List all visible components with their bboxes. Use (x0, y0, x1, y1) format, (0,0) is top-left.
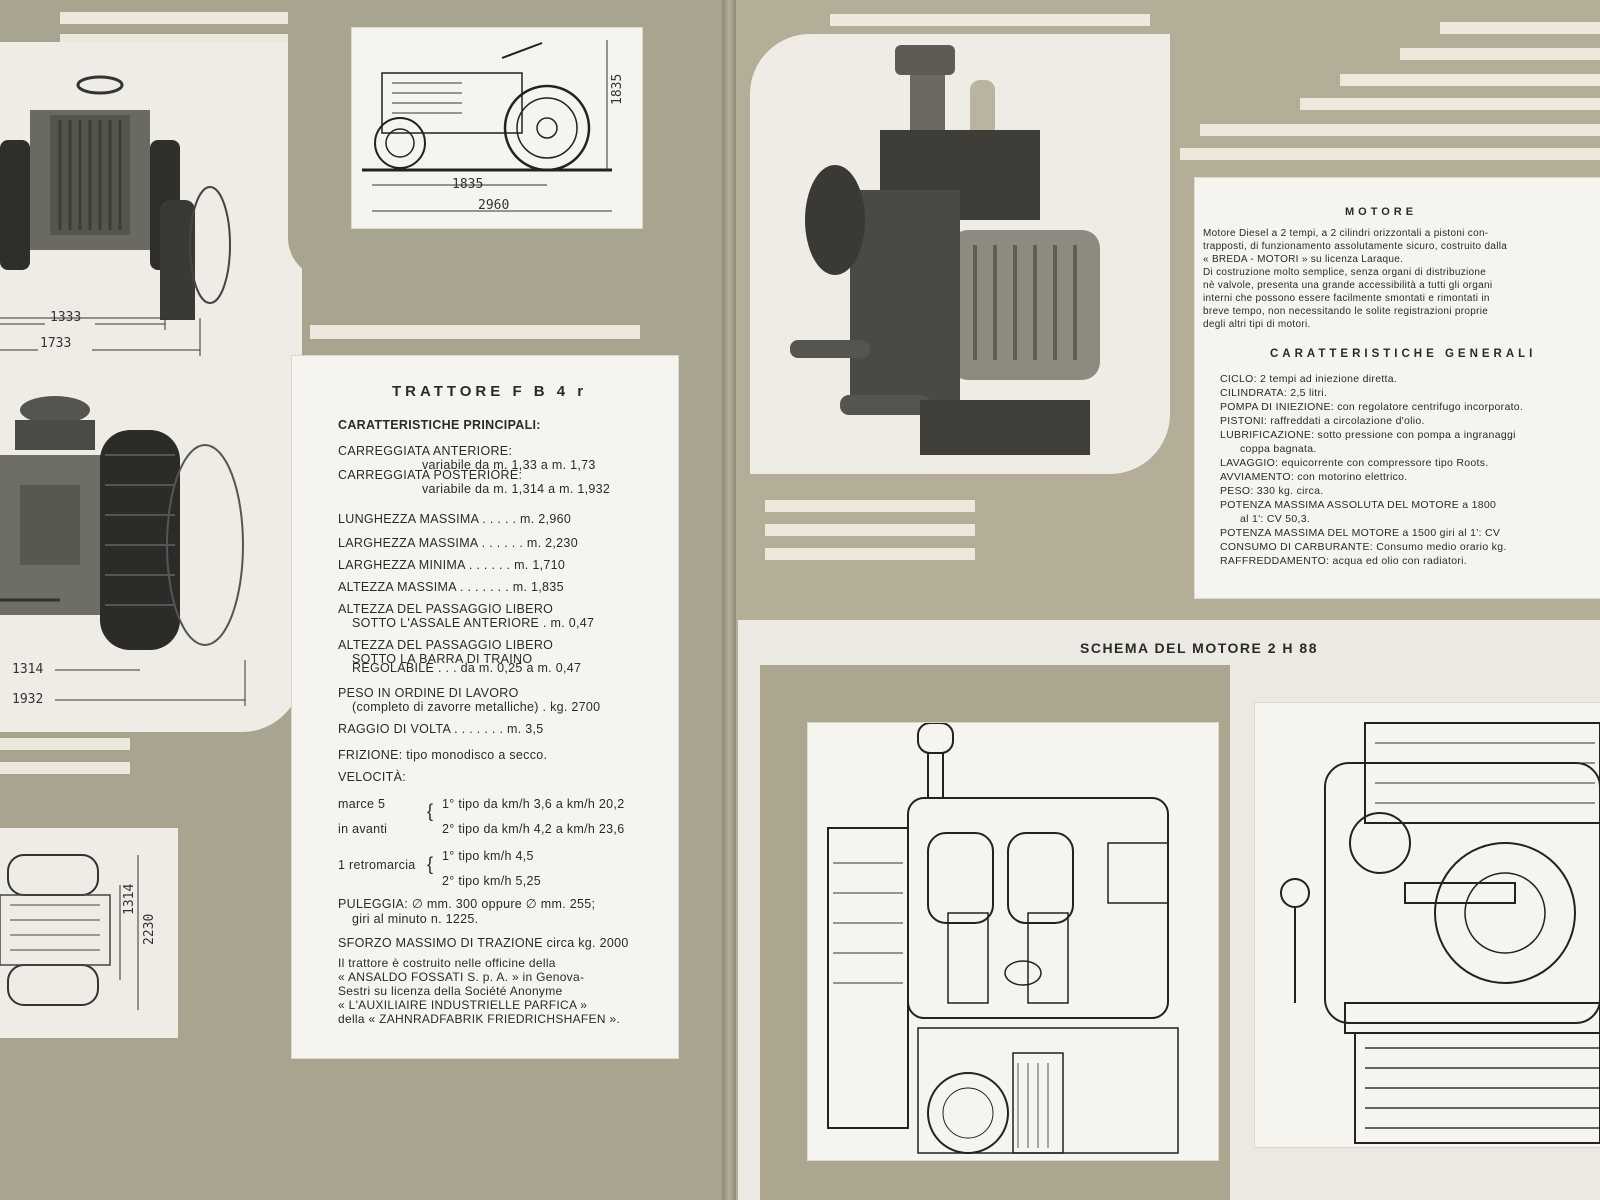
motore-general-line: CONSUMO DI CARBURANTE: Consumo medio ora… (1220, 541, 1507, 553)
tractor-rear-view-drawing (0, 385, 250, 655)
tractor-footer-line: Il trattore è costruito nelle officine d… (338, 956, 556, 970)
pulley-line-1: PULEGGIA: ∅ mm. 300 oppure ∅ mm. 255; (338, 897, 596, 911)
tractor-subtitle: CARATTERISTICHE PRINCIPALI: (338, 418, 541, 432)
gear-reverse-2: 2° tipo km/h 5,25 (442, 874, 542, 888)
tractor-spec-detail: SOTTO L'ASSALE ANTERIORE . m. 0,47 (352, 616, 595, 630)
decor-stripe (1340, 74, 1600, 86)
tractor-spec-detail: SOTTO LA BARRA DI TRAINO (352, 652, 533, 666)
tractor-footer-line: Sestri su licenza della Société Anonyme (338, 984, 563, 998)
decor-stripe (0, 738, 130, 750)
tractor-spec-label: VELOCITÀ: (338, 770, 406, 784)
tractor-footer-line: della « ZAHNRADFABRIK FRIEDRICHSHAFEN ». (338, 1012, 621, 1026)
tractor-footer-line: « L'AUXILIAIRE INDUSTRIELLE PARFICA » (338, 998, 588, 1012)
front-dim-lines (0, 318, 201, 356)
brace: { (427, 801, 434, 821)
engine-schema-front-drawing (1255, 703, 1600, 1147)
motore-general-line: RAFFREDDAMENTO: acqua ed olio con radiat… (1220, 555, 1468, 567)
gear-reverse-label: 1 retromarcia (338, 858, 416, 872)
gear-forward-label-2: in avanti (338, 822, 388, 836)
tractor-spec-label: ALTEZZA DEL PASSAGGIO LIBERO (338, 638, 554, 652)
motore-description-line: Di costruzione molto semplice, senza org… (1203, 267, 1487, 278)
motore-general-line: PESO: 330 kg. circa. (1220, 485, 1324, 497)
side-dim-height: 1835 (610, 73, 625, 105)
motore-general-line: POTENZA MASSIMA DEL MOTORE a 1500 giri a… (1220, 527, 1501, 539)
motore-title: MOTORE (1345, 206, 1418, 218)
tractor-spec-label: LARGHEZZA MINIMA . . . . . . m. 1,710 (338, 558, 566, 572)
general-title: CARATTERISTICHE GENERALI (1270, 348, 1537, 360)
gear-forward-2: 2° tipo da km/h 4,2 a km/h 23,6 (442, 822, 625, 836)
motore-general-line: coppa bagnata. (1240, 443, 1317, 455)
motore-general-line: al 1': CV 50,3. (1240, 513, 1311, 525)
decor-stripe (60, 12, 300, 24)
spine (722, 0, 736, 1200)
tractor-title: TRATTORE F B 4 r (392, 383, 588, 400)
tractor-side-view-card (352, 28, 642, 228)
tractor-front-view-drawing (0, 70, 240, 320)
tractor-spec-label: FRIZIONE: tipo monodisco a secco. (338, 748, 548, 762)
rear-dim-2: 1932 (12, 692, 44, 707)
schema-title: SCHEMA DEL MOTORE 2 H 88 (1080, 640, 1319, 656)
motore-description-line: interni che possono essere facilmente sm… (1203, 293, 1490, 304)
front-dim-1: 1333 (50, 310, 82, 325)
decor-stripe (765, 524, 975, 536)
motore-description-line: breve tempo, non necessitando le solite … (1203, 306, 1489, 317)
gear-forward-1: 1° tipo da km/h 3,6 a km/h 20,2 (442, 797, 625, 811)
tractor-spec-label: ALTEZZA MASSIMA . . . . . . . m. 1,835 (338, 580, 564, 594)
side-dim-length: 2960 (478, 198, 510, 213)
motore-general-line: PISTONI: raffreddati a circolazione d'ol… (1220, 415, 1425, 427)
motore-general-line: AVVIAMENTO: con motorino elettrico. (1220, 471, 1408, 483)
motore-general-line: POMPA DI INIEZIONE: con regolatore centr… (1220, 401, 1524, 413)
tractor-spec-detail: variabile da m. 1,314 a m. 1,932 (422, 482, 611, 496)
rear-dim-lines (55, 660, 246, 706)
top-dim-1: 1314 (122, 883, 137, 915)
motore-general-line: LUBRIFICAZIONE: sotto pressione con pomp… (1220, 429, 1516, 441)
traction: SFORZO MASSIMO DI TRAZIONE circa kg. 200… (338, 936, 629, 950)
rear-dim-1: 1314 (12, 662, 44, 677)
decor-stripe (1440, 22, 1600, 34)
decor-stripe (310, 325, 640, 339)
motore-general-line: POTENZA MASSIMA ASSOLUTA DEL MOTORE a 18… (1220, 499, 1497, 511)
decor-stripe (765, 548, 975, 560)
side-dim-wheelbase: 1835 (452, 177, 484, 192)
decor-stripe (1400, 48, 1600, 60)
decor-stripe (0, 762, 130, 774)
decor-stripe (1200, 124, 1600, 136)
brace: { (427, 854, 434, 874)
tractor-spec-detail: REGOLABILE . . . da m. 0,25 a m. 0,47 (352, 661, 582, 675)
motore-description-line: trapposti, di funzionamento assolutament… (1203, 241, 1508, 252)
tractor-spec-detail: (completo di zavorre metalliche) . kg. 2… (352, 700, 601, 714)
front-dim-2: 1733 (40, 336, 72, 351)
engine-photo (790, 40, 1130, 460)
tractor-spec-label: CARREGGIATA POSTERIORE: (338, 468, 523, 482)
tractor-spec-label: CARREGGIATA ANTERIORE: (338, 444, 513, 458)
motore-card: MOTORE Motore Diesel a 2 tempi, a 2 cili… (1195, 178, 1600, 598)
tractor-spec-label: PESO IN ORDINE DI LAVORO (338, 686, 519, 700)
motore-description-line: « BREDA - MOTORI » su licenza Laraque. (1203, 254, 1404, 265)
tractor-spec-label: RAGGIO DI VOLTA . . . . . . . m. 3,5 (338, 722, 544, 736)
tractor-spec-label: ALTEZZA DEL PASSAGGIO LIBERO (338, 602, 554, 616)
tractor-spec-detail: variabile da m. 1,33 a m. 1,73 (422, 458, 596, 472)
decor-stripe (1300, 98, 1600, 110)
tractor-spec-label: LUNGHEZZA MASSIMA . . . . . m. 2,960 (338, 512, 572, 526)
decor-stripe (765, 500, 975, 512)
motore-general-line: CILINDRATA: 2,5 litri. (1220, 387, 1328, 399)
motore-description-line: degli altri tipi di motori. (1203, 319, 1311, 330)
motore-description-line: Motore Diesel a 2 tempi, a 2 cilindri or… (1203, 228, 1489, 239)
tractor-spec-label: LARGHEZZA MASSIMA . . . . . . m. 2,230 (338, 536, 578, 550)
tractor-top-view-drawing (0, 845, 140, 1025)
gear-forward-label-1: marce 5 (338, 797, 386, 811)
decor-stripe (1180, 148, 1600, 160)
tractor-footer-line: « ANSALDO FOSSATI S. p. A. » in Genova- (338, 970, 585, 984)
decor-stripe (830, 14, 1150, 26)
tractor-specs-card: TRATTORE F B 4 r CARATTERISTICHE PRINCIP… (292, 356, 678, 1058)
engine-schema-section-drawing (808, 723, 1218, 1160)
pulley-line-2: giri al minuto n. 1225. (352, 912, 479, 926)
top-dim-2: 2230 (142, 913, 157, 945)
gear-reverse-1: 1° tipo km/h 4,5 (442, 849, 534, 863)
motore-general-line: CICLO: 2 tempi ad iniezione diretta. (1220, 373, 1398, 385)
motore-general-line: LAVAGGIO: equicorrente con compressore t… (1220, 457, 1489, 469)
motore-description-line: nè valvole, presenta una grande accessib… (1203, 280, 1493, 291)
